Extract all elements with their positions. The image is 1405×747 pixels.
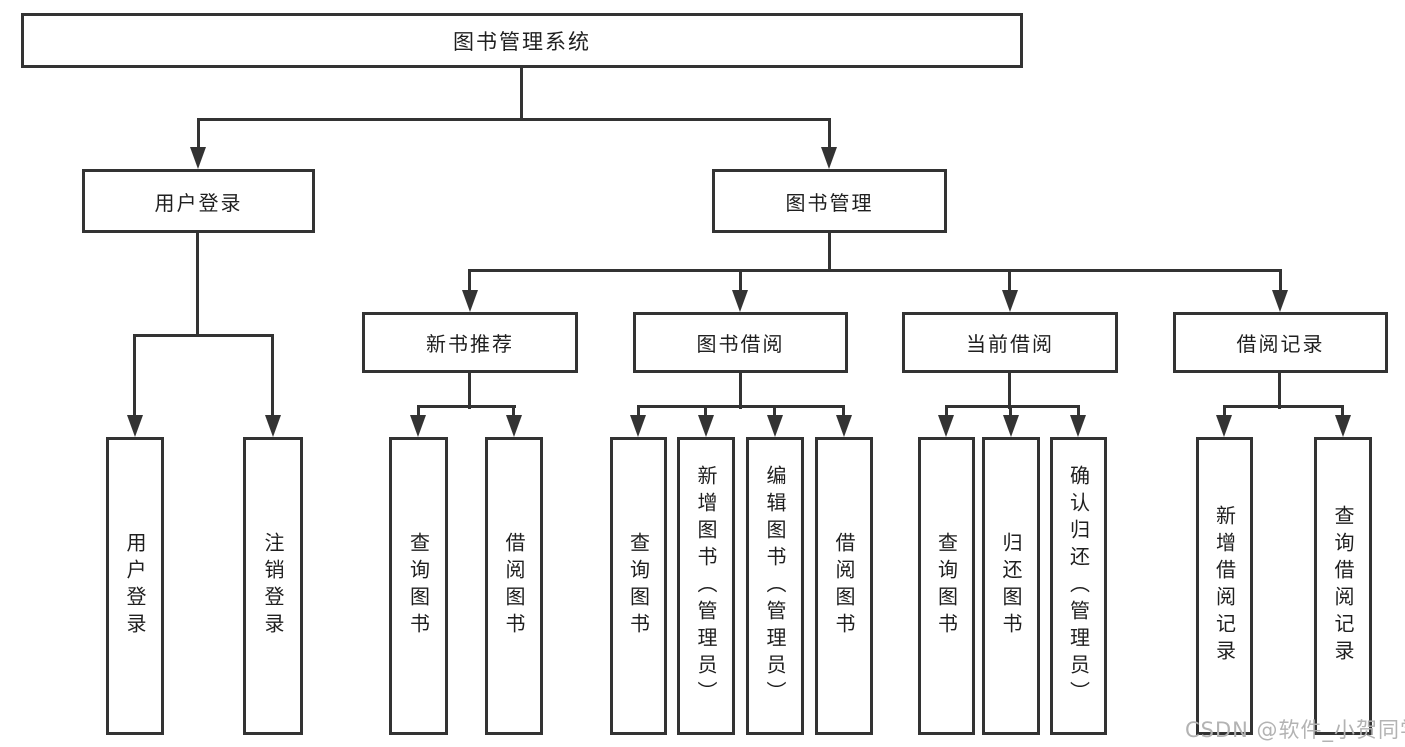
connector-stem — [828, 118, 831, 150]
connector-stem — [1279, 269, 1282, 293]
node-label: 图书管理 — [785, 190, 874, 215]
connector-stem — [512, 405, 515, 419]
leaf-label: 查询借阅记录 — [1331, 505, 1355, 667]
leaf-query-books-borrow: 查询图书 — [610, 437, 667, 735]
connector-stem — [945, 405, 948, 419]
connector-hbar — [1223, 405, 1344, 408]
connector-stem — [468, 269, 471, 293]
connector-drop — [468, 373, 471, 409]
leaf-label: 新增图书（管理员） — [694, 464, 718, 708]
connector-stem — [704, 405, 707, 419]
arrowhead-down-icon — [836, 415, 852, 437]
node-current-borrow: 当前借阅 — [902, 312, 1118, 373]
connector-hbar — [945, 405, 1080, 408]
node-label: 图书借阅 — [696, 332, 785, 356]
connector-stem — [1008, 269, 1011, 293]
connector-stem — [739, 269, 742, 293]
arrowhead-down-icon — [938, 415, 954, 437]
leaf-label: 确认归还（管理员） — [1066, 464, 1091, 708]
node-new-book-recommend: 新书推荐 — [362, 312, 578, 373]
leaf-label: 归还图书 — [999, 532, 1023, 640]
leaf-user-login: 用户登录 — [106, 437, 164, 735]
connector-root-hbar — [197, 118, 831, 121]
arrowhead-down-icon — [462, 290, 478, 312]
leaf-label: 用户登录 — [123, 532, 147, 640]
leaf-add-books-admin: 新增图书（管理员） — [677, 437, 735, 735]
node-book-borrow: 图书借阅 — [633, 312, 848, 373]
leaf-label: 借阅图书 — [832, 532, 856, 640]
connector-stem — [133, 334, 136, 416]
connector-stem — [842, 405, 845, 419]
connector-stem — [271, 334, 274, 416]
leaf-return-books: 归还图书 — [982, 437, 1040, 735]
leaf-label: 查询图书 — [406, 532, 431, 640]
connector-stem — [197, 118, 200, 150]
arrowhead-down-icon — [506, 415, 522, 437]
arrowhead-down-icon — [1070, 415, 1086, 437]
arrowhead-down-icon — [1335, 415, 1351, 437]
connector-stem — [417, 405, 420, 419]
arrowhead-down-icon — [265, 415, 281, 437]
arrowhead-down-icon — [698, 415, 714, 437]
connector-drop — [828, 233, 831, 272]
arrowhead-down-icon — [410, 415, 426, 437]
arrowhead-down-icon — [1272, 290, 1288, 312]
connector-root-drop — [520, 68, 523, 121]
leaf-borrow-books-recommend: 借阅图书 — [485, 437, 543, 735]
connector-stem — [1223, 405, 1226, 419]
watermark: CSDN @软件_小贺同学 — [1185, 718, 1405, 742]
arrowhead-down-icon — [1216, 415, 1232, 437]
connector-hbar — [133, 334, 274, 337]
leaf-label: 借阅图书 — [502, 532, 526, 640]
arrowhead-down-icon — [821, 147, 837, 169]
node-label: 当前借阅 — [966, 332, 1054, 356]
arrowhead-down-icon — [190, 147, 206, 169]
connector-hbar — [469, 269, 1282, 272]
node-book-management: 图书管理 — [712, 169, 947, 233]
leaf-query-books-recommend: 查询图书 — [389, 437, 448, 735]
node-borrow-records: 借阅记录 — [1173, 312, 1388, 373]
leaf-query-borrow-record: 查询借阅记录 — [1314, 437, 1372, 735]
connector-hbar — [637, 405, 845, 408]
leaf-label: 注销登录 — [261, 532, 285, 640]
node-user-login: 用户登录 — [82, 169, 315, 233]
arrowhead-down-icon — [732, 290, 748, 312]
connector-stem — [637, 405, 640, 419]
arrowhead-down-icon — [127, 415, 143, 437]
connector-stem — [1341, 405, 1344, 419]
arrowhead-down-icon — [630, 415, 646, 437]
node-label: 用户登录 — [154, 190, 243, 215]
arrowhead-down-icon — [1002, 290, 1018, 312]
leaf-label: 查询图书 — [934, 532, 959, 640]
node-library-management-system: 图书管理系统 — [21, 13, 1023, 68]
connector-stem — [1077, 405, 1080, 419]
arrowhead-down-icon — [767, 415, 783, 437]
connector-drop — [739, 373, 742, 409]
leaf-add-borrow-record: 新增借阅记录 — [1196, 437, 1253, 735]
leaf-label: 新增借阅记录 — [1212, 505, 1237, 667]
connector-stem — [773, 405, 776, 419]
connector-drop — [1278, 373, 1281, 409]
leaf-label: 查询图书 — [626, 532, 651, 640]
node-label: 借阅记录 — [1236, 332, 1325, 356]
leaf-logout: 注销登录 — [243, 437, 303, 735]
connector-stem — [1009, 405, 1012, 419]
leaf-borrow-books-borrow: 借阅图书 — [815, 437, 873, 735]
node-label: 新书推荐 — [426, 332, 514, 356]
connector-drop — [196, 233, 199, 337]
leaf-confirm-return-admin: 确认归还（管理员） — [1050, 437, 1107, 735]
connector-drop — [1008, 373, 1011, 409]
leaf-edit-books-admin: 编辑图书（管理员） — [746, 437, 804, 735]
leaf-query-books-current: 查询图书 — [918, 437, 975, 735]
node-label: 图书管理系统 — [453, 29, 591, 54]
leaf-label: 编辑图书（管理员） — [763, 464, 787, 708]
arrowhead-down-icon — [1003, 415, 1019, 437]
connector-hbar — [417, 405, 516, 408]
